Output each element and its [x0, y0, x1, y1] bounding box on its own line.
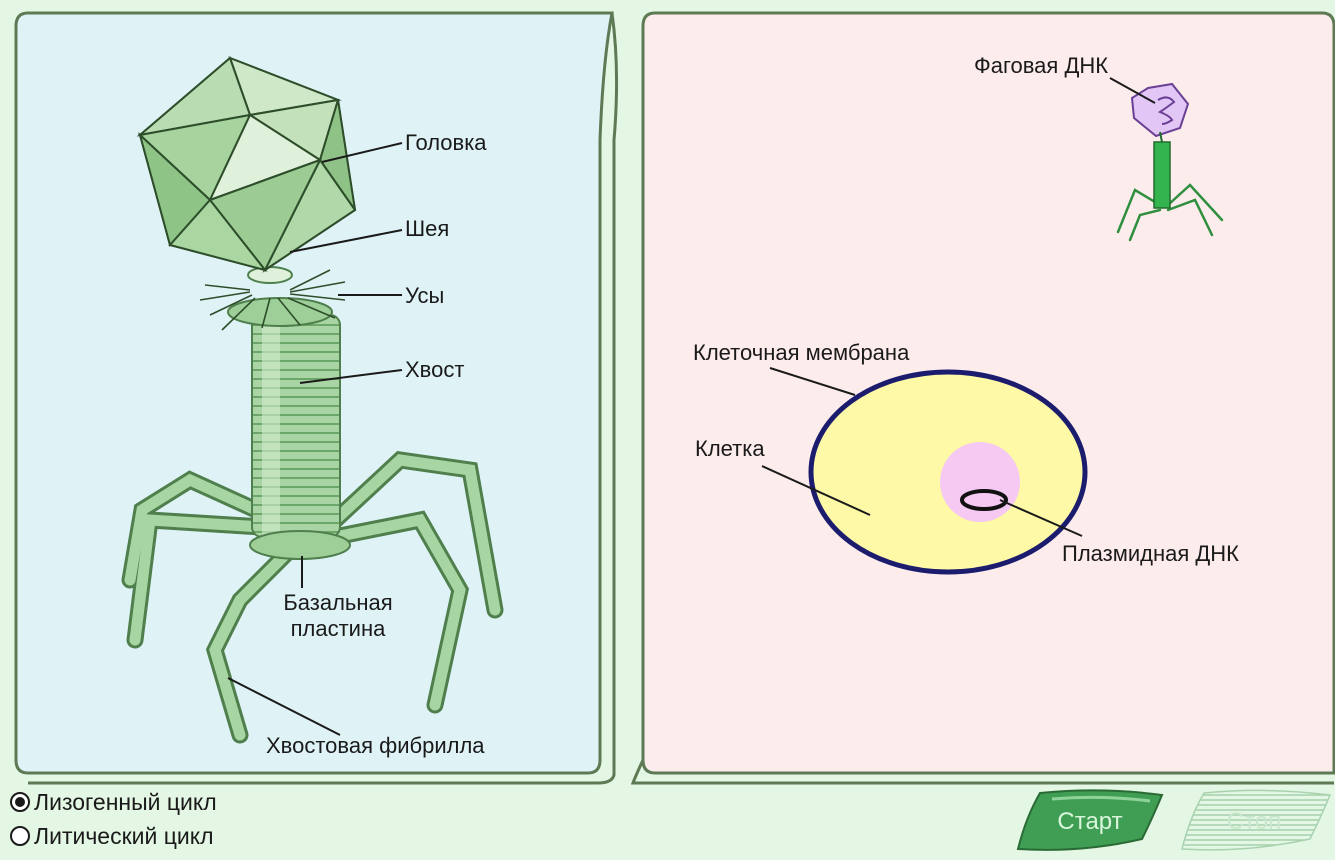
label-neck: Шея — [405, 216, 449, 242]
label-head: Головка — [405, 130, 487, 156]
label-plasmid-dna: Плазмидная ДНК — [1062, 541, 1239, 567]
label-phage-dna: Фаговая ДНК — [974, 53, 1108, 79]
label-tail-fiber: Хвостовая фибрилла — [266, 733, 485, 759]
start-button[interactable]: Старт — [1012, 789, 1168, 855]
radio-lytic-label: Литический цикл — [34, 823, 214, 850]
base-plate-shape — [250, 531, 350, 559]
radio-lysogenic-cycle[interactable]: Лизогенный цикл — [10, 787, 217, 817]
radio-lysogenic-label: Лизогенный цикл — [34, 789, 217, 816]
start-button-label: Старт — [1012, 789, 1168, 855]
stop-button[interactable]: Стоп — [1176, 789, 1332, 855]
label-whiskers: Усы — [405, 283, 444, 309]
radio-lytic-cycle[interactable]: Литический цикл — [10, 821, 214, 851]
radio-unselected-icon[interactable] — [10, 826, 30, 846]
label-base-plate: Базальная пластина — [283, 590, 392, 642]
label-cell-membrane: Клеточная мембрана — [693, 340, 909, 366]
radio-selected-icon[interactable] — [10, 792, 30, 812]
label-tail: Хвост — [405, 357, 464, 383]
stop-button-label: Стоп — [1176, 789, 1332, 855]
label-cell: Клетка — [695, 436, 765, 462]
